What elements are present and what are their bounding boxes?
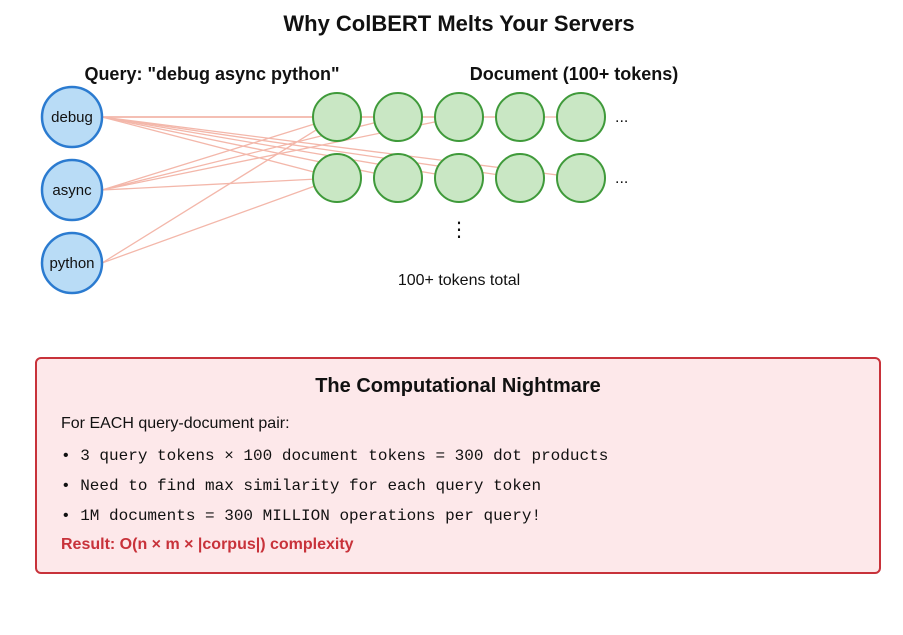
query-token-label: async xyxy=(52,182,92,199)
connection-line xyxy=(101,177,338,191)
document-token xyxy=(312,153,362,203)
panel-intro: For EACH query-document pair: xyxy=(61,415,290,432)
connection-line xyxy=(101,116,338,179)
query-token-label: python xyxy=(49,255,94,272)
document-tokens xyxy=(312,92,606,203)
panel-bullet: • 1M documents = 300 MILLION operations … xyxy=(61,507,542,525)
query-token xyxy=(40,158,104,222)
document-token xyxy=(373,92,423,142)
panel-title: The Computational Nightmare xyxy=(315,375,601,397)
row-ellipses: ...... xyxy=(615,109,628,187)
connection-line xyxy=(101,177,338,264)
row-ellipsis: ... xyxy=(615,109,628,126)
connection-line xyxy=(101,116,338,264)
document-token xyxy=(495,153,545,203)
page-title: Why ColBERT Melts Your Servers xyxy=(283,11,634,36)
panel-bullet: • Need to find max similarity for each q… xyxy=(61,477,542,495)
query-token-label: debug xyxy=(51,109,93,126)
document-token xyxy=(556,153,606,203)
document-token xyxy=(434,92,484,142)
panel-bullet-list: • 3 query tokens × 100 document tokens =… xyxy=(61,445,608,535)
connection-line xyxy=(101,116,338,191)
document-token xyxy=(556,92,606,142)
row-ellipsis: ... xyxy=(615,170,628,187)
vertical-ellipsis: ⋮ xyxy=(449,219,469,241)
panel-result: Result: O(n × m × |corpus|) complexity xyxy=(61,536,354,553)
tokens-total-label: 100+ tokens total xyxy=(398,272,520,289)
document-token xyxy=(312,92,362,142)
attention-diagram: Why ColBERT Melts Your Servers Query: "d… xyxy=(40,11,679,295)
panel-bullet: • 3 query tokens × 100 document tokens =… xyxy=(61,447,609,465)
query-token xyxy=(40,231,104,295)
document-token xyxy=(495,92,545,142)
computational-nightmare-panel: The Computational Nightmare For EACH que… xyxy=(35,357,881,574)
document-token xyxy=(434,153,484,203)
query-label: Query: "debug async python" xyxy=(84,64,339,84)
document-label: Document (100+ tokens) xyxy=(470,64,679,84)
document-token xyxy=(373,153,423,203)
query-token xyxy=(40,85,104,149)
query-tokens: debug async python xyxy=(40,85,104,295)
